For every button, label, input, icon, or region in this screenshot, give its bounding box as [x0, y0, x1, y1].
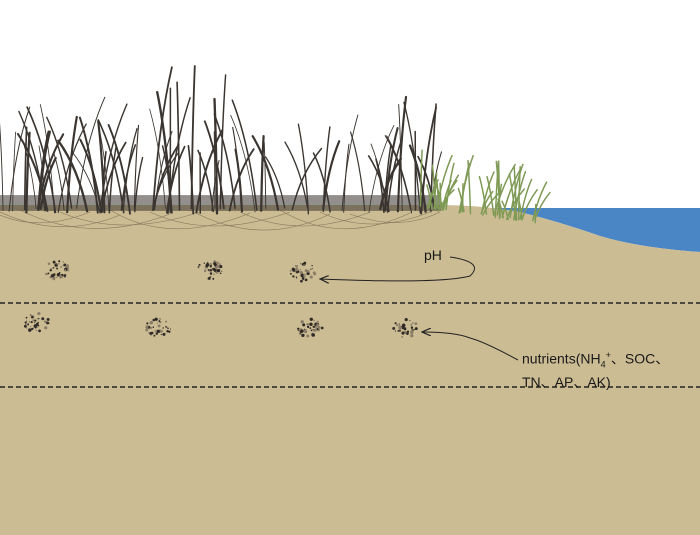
green-grass-blade: [501, 168, 522, 218]
ph-arrow: [320, 256, 475, 281]
nutrients-label: nutrients(NH4+、SOC、 TN、AP、AK): [522, 346, 669, 391]
green-grass-blade: [458, 154, 474, 214]
nutrients-label-text-a: nutrients(NH: [522, 350, 601, 367]
green-grass-blade: [467, 159, 472, 215]
ph-label: pH: [424, 247, 442, 263]
green-grass-blade: [509, 163, 524, 219]
green-grass-blade: [427, 184, 438, 209]
green-grass-blade: [419, 149, 423, 207]
green-grass-tufts: [419, 149, 551, 224]
nutrients-label-text-b: 、SOC、: [610, 350, 670, 367]
root-zone: [0, 209, 441, 231]
soil-ground: [0, 205, 700, 535]
dead-grass-blade: [152, 66, 173, 211]
nutrients-label-subscript: 4: [600, 359, 606, 370]
green-grass-blade: [521, 188, 538, 221]
green-grass-blade: [486, 175, 495, 216]
soil-aggregates: [23, 260, 418, 338]
dead-grass-blade: [219, 74, 227, 210]
green-grass-blade: [501, 200, 509, 221]
soil-aggregate: [45, 260, 69, 281]
water-body: [480, 208, 700, 252]
green-grass-blade: [457, 187, 465, 213]
dead-grass-blade: [190, 65, 196, 210]
soil-aggregate: [297, 317, 324, 338]
soil-aggregate: [197, 260, 223, 280]
nutrients-label-line2: TN、AP、AK): [522, 374, 611, 391]
green-grass-blade: [495, 160, 501, 218]
soil-aggregate: [289, 261, 317, 283]
green-grass-blade: [436, 154, 453, 209]
green-grass-blade: [508, 173, 517, 221]
green-grass-blade: [442, 174, 460, 211]
green-grass-blade: [531, 181, 548, 222]
green-grass-blade: [478, 175, 488, 215]
green-grass-blade: [518, 201, 523, 221]
soil-aggregate: [145, 317, 172, 337]
green-grass-blade: [437, 189, 455, 212]
green-grass-blade: [534, 191, 551, 220]
green-grass-blade: [426, 179, 439, 210]
dead-grass-tufts: [0, 65, 443, 215]
green-grass-blade: [431, 164, 437, 211]
green-grass-blade: [426, 184, 433, 211]
soil-aggregate: [23, 312, 50, 333]
nutrients-arrow: [422, 332, 519, 361]
dead-grass-base: [0, 195, 441, 211]
green-grass-blade: [441, 179, 452, 211]
soil-aggregate: [392, 318, 418, 338]
green-grass-blade: [480, 190, 494, 215]
nutrients-label-superscript: +: [605, 350, 611, 360]
